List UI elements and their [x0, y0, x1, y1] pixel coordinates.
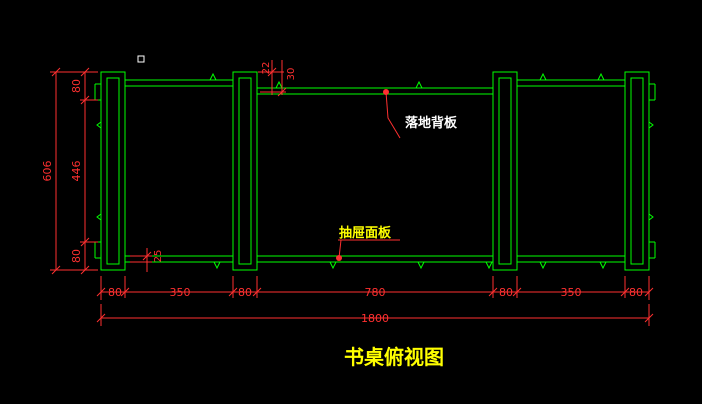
- dim-total-width: 1800: [361, 312, 389, 325]
- connector-fittings: [96, 72, 654, 270]
- bottom-dimensions: 80 350 80 780 80 350 80 1800: [96, 276, 654, 326]
- small-dimensions-top: 22 30: [258, 60, 297, 97]
- dim-overall-depth: 606: [41, 161, 54, 182]
- dim-middle-segment: 446: [70, 161, 83, 182]
- side-panel-left: [94, 71, 126, 271]
- back-rails: [125, 79, 625, 95]
- small-dimension-bottom: 25: [130, 248, 164, 272]
- side-panel-inner-right: [492, 71, 518, 271]
- drawing-title: 书桌俯视图: [344, 345, 444, 369]
- back-panel-callout: 落地背板: [383, 89, 458, 139]
- dim-small-c: 25: [153, 250, 164, 263]
- dim-bottom-7: 80: [629, 286, 643, 299]
- drawer-face-label: 抽屉面板: [339, 225, 392, 241]
- dim-small-b: 30: [286, 68, 297, 81]
- back-panel-label: 落地背板: [405, 115, 458, 131]
- dim-bottom-1: 80: [108, 286, 122, 299]
- dim-small-a: 22: [261, 62, 272, 75]
- dim-bottom-segment: 80: [70, 249, 83, 263]
- side-panel-inner-left: [232, 71, 258, 271]
- drawer-face-callout: 抽屉面板: [336, 225, 400, 261]
- dim-bottom-6: 350: [561, 286, 582, 299]
- dim-bottom-5: 80: [499, 286, 513, 299]
- left-dimensions: 606 80 446 80: [41, 67, 98, 275]
- dim-bottom-4: 780: [365, 286, 386, 299]
- front-rails: [125, 255, 625, 263]
- dim-bottom-3: 80: [238, 286, 252, 299]
- cursor-grip-square[interactable]: [137, 55, 145, 63]
- side-panel-right: [624, 71, 656, 271]
- dim-bottom-2: 350: [170, 286, 191, 299]
- dim-top-segment: 80: [70, 79, 83, 93]
